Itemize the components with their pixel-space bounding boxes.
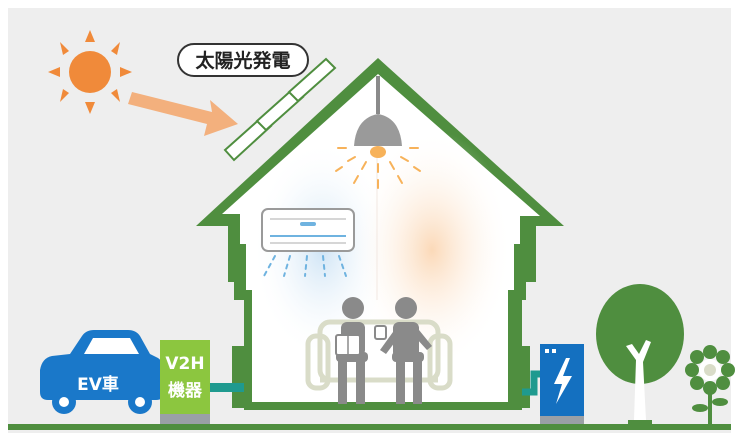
solar-power-label-text: 太陽光発電 — [195, 49, 290, 72]
storage-battery-icon — [540, 344, 584, 424]
air-conditioner-icon — [261, 208, 355, 277]
ev-car-label: EV車 — [77, 374, 119, 395]
flower-icon — [685, 345, 735, 424]
v2h-pipe — [210, 383, 244, 392]
v2h-label-line1: V2H — [165, 354, 204, 374]
sunlight-arrow — [128, 92, 238, 136]
tree-icon — [596, 284, 684, 426]
solar-panel-icon — [223, 57, 337, 162]
ev-car-icon: EV車 — [40, 330, 164, 414]
sun-icon — [48, 30, 132, 114]
ground-line — [8, 424, 731, 430]
v2h-label-line2: 機器 — [168, 380, 203, 401]
house — [196, 58, 564, 410]
v2h-device-icon: V2H 機器 — [160, 340, 210, 424]
ceiling-lamp-icon — [335, 76, 421, 189]
person-with-cup-icon — [374, 297, 432, 404]
solar-power-label: 太陽光発電 — [177, 43, 309, 77]
person-reading-icon — [335, 297, 368, 404]
